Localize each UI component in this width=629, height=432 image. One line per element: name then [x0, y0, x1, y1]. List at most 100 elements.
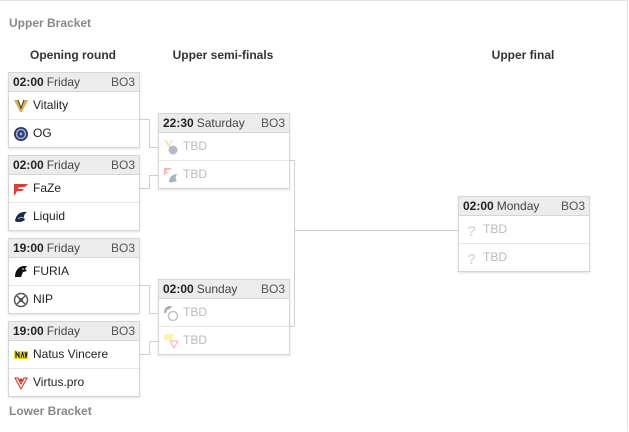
team-name: TBD — [483, 250, 507, 264]
team-row[interactable]: TBD — [159, 326, 289, 354]
vitality-logo-icon — [13, 98, 29, 114]
match-time: 19:00 — [13, 324, 44, 338]
navi-virtuspro-logo-icon — [163, 333, 179, 349]
match-time: 02:00 — [163, 282, 194, 296]
team-name: TBD — [183, 333, 207, 347]
team-name: Virtus.pro — [33, 375, 85, 389]
match-format: BO3 — [110, 158, 135, 172]
connector-line — [289, 326, 294, 327]
match-day: Monday — [496, 199, 540, 213]
team-row[interactable]: NIP — [9, 285, 139, 313]
liquid-logo-icon — [13, 209, 29, 225]
unknown-team-icon: ? — [463, 250, 479, 266]
nip-logo-icon — [13, 292, 29, 308]
match-format: BO3 — [110, 324, 135, 338]
team-name: TBD — [183, 167, 207, 181]
match-format: BO3 — [260, 116, 285, 130]
team-name: NIP — [33, 292, 54, 306]
match-day: Sunday — [196, 282, 238, 296]
team-row[interactable]: FaZe — [9, 175, 139, 202]
match-day: Friday — [46, 158, 81, 172]
match-day: Friday — [46, 241, 81, 255]
round-title-semis: Upper semi-finals — [172, 48, 274, 62]
match-time: 19:00 — [13, 241, 44, 255]
team-row[interactable]: ? TBD — [459, 243, 589, 271]
og-logo-icon — [13, 126, 29, 142]
connector-line — [149, 285, 150, 313]
furia-nip-logo-icon — [163, 305, 179, 321]
team-name: FaZe — [33, 181, 62, 195]
match-format: BO3 — [560, 199, 585, 213]
match-format: BO3 — [110, 241, 135, 255]
team-name: TBD — [183, 305, 207, 319]
match-day: Friday — [46, 75, 81, 89]
furia-logo-icon — [13, 264, 29, 280]
team-row[interactable]: Vitality — [9, 92, 139, 119]
team-row[interactable]: TBD — [159, 133, 289, 160]
match-time: 02:00 — [13, 75, 44, 89]
round-title-opening: Opening round — [30, 48, 116, 62]
connector-line — [294, 230, 458, 231]
connector-line — [149, 175, 150, 189]
team-name: TBD — [183, 139, 207, 153]
match-time: 02:00 — [13, 158, 44, 172]
team-row[interactable]: ? TBD — [459, 216, 589, 243]
faze-logo-icon — [13, 181, 29, 197]
virtuspro-logo-icon — [13, 375, 29, 391]
match-time: 02:00 — [463, 199, 494, 213]
connector-line — [139, 285, 149, 286]
team-name: TBD — [483, 222, 507, 236]
team-row[interactable]: TBD — [159, 160, 289, 188]
connector-line — [149, 175, 158, 176]
team-name: Liquid — [33, 209, 66, 223]
connector-line — [139, 354, 149, 355]
connector-line — [139, 119, 149, 120]
connector-line — [149, 341, 150, 355]
connector-line — [294, 160, 295, 326]
connector-line — [289, 160, 294, 161]
navi-logo-icon — [13, 347, 29, 363]
connector-line — [149, 147, 158, 148]
team-name: Natus Vincere — [33, 347, 109, 361]
connector-line — [149, 341, 158, 342]
connector-line — [149, 119, 150, 147]
team-row[interactable]: TBD — [159, 299, 289, 326]
match-format: BO3 — [110, 75, 135, 89]
match-day: Saturday — [196, 116, 245, 130]
team-row[interactable]: Liquid — [9, 202, 139, 230]
team-row[interactable]: Virtus.pro — [9, 368, 139, 396]
match-day: Friday — [46, 324, 81, 338]
svg-text:?: ? — [467, 223, 476, 238]
connector-line — [139, 188, 149, 189]
team-name: OG — [33, 126, 52, 140]
team-row[interactable]: FURIA — [9, 258, 139, 285]
match-format: BO3 — [260, 282, 285, 296]
upper-bracket-title: Upper Bracket — [9, 16, 92, 30]
unknown-team-icon: ? — [463, 222, 479, 238]
round-title-final: Upper final — [491, 48, 555, 62]
team-row[interactable]: OG — [9, 119, 139, 147]
svg-text:?: ? — [467, 251, 476, 266]
team-name: Vitality — [33, 98, 69, 112]
faze-liquid-logo-icon — [163, 167, 179, 183]
vitality-og-logo-icon — [163, 139, 179, 155]
team-row[interactable]: Natus Vincere — [9, 341, 139, 368]
connector-line — [149, 313, 158, 314]
team-name: FURIA — [33, 264, 69, 278]
lower-bracket-title: Lower Bracket — [9, 404, 92, 418]
